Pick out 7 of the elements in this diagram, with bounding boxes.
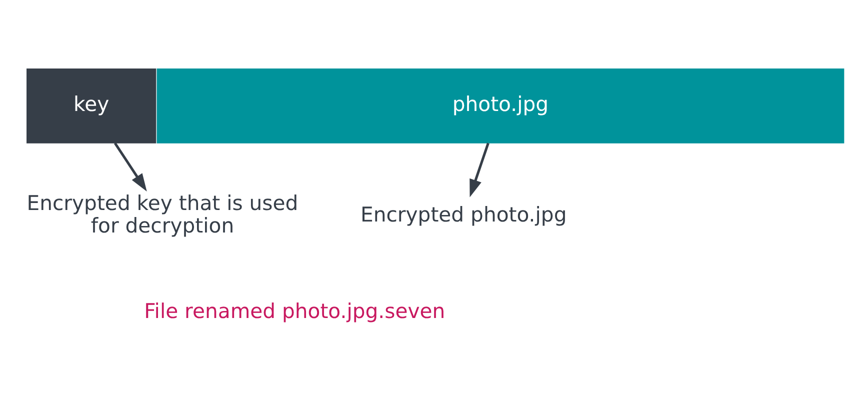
node-box: key [26, 68, 156, 144]
node-box: photo.jpg [156, 68, 844, 144]
arrow [114, 142, 147, 192]
arrow [470, 142, 490, 198]
node-text: Encrypted key that is used for decryption [26, 190, 298, 238]
node-text: Encrypted photo.jpg [360, 202, 567, 226]
label: File renamed photo.jpg.seven [144, 298, 446, 323]
